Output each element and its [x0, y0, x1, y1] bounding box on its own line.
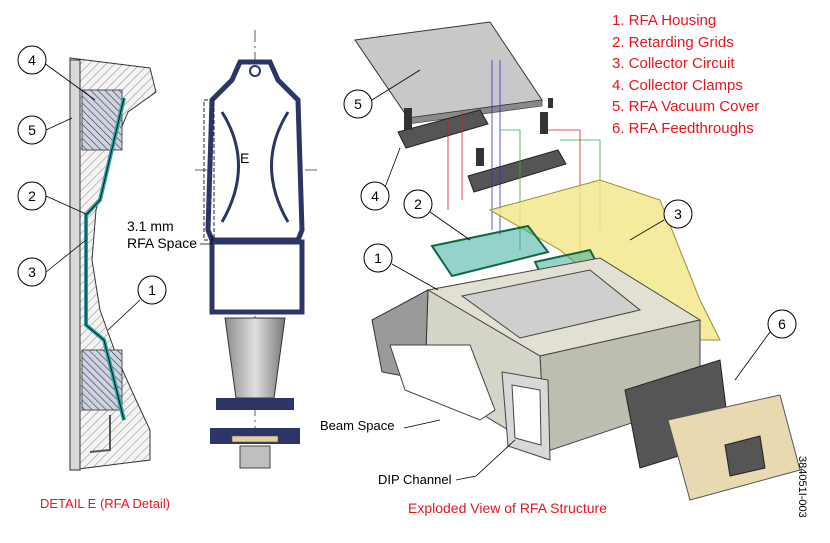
detail-caption: DETAIL E (RFA Detail)	[40, 496, 171, 511]
callout-1-left	[137, 275, 167, 305]
callout-6-right	[767, 309, 797, 339]
callout-4-right-text: 4	[371, 188, 379, 204]
callout-3-right	[663, 199, 693, 229]
legend-item-grids: 2. Retarding Grids	[612, 33, 734, 51]
callout-1-right	[363, 243, 393, 273]
callout-4-left	[17, 45, 47, 75]
callout-3-right-text: 3	[674, 206, 682, 222]
beam-space-label: Beam Space	[320, 418, 395, 433]
exploded-caption: Exploded View of RFA Structure	[408, 500, 607, 516]
rfa-space-dimension: 3.1 mm	[127, 218, 174, 234]
callout-2-right	[403, 189, 433, 219]
detail-e-section	[69, 57, 157, 471]
legend-item-housing: 1. RFA Housing	[612, 12, 717, 29]
figure-id: 384051I-003	[796, 456, 808, 518]
callouts: 4 5 2 3 1 5 4 2 1 3 6	[17, 45, 797, 381]
callout-3-left	[17, 257, 47, 287]
legend-item-vacuum-cover: 5. RFA Vacuum Cover	[612, 98, 760, 115]
callout-2-right-text: 2	[414, 196, 422, 212]
section-letter: E	[240, 150, 250, 166]
exploded-view	[354, 21, 801, 501]
legend-item-feedthroughs: 6. RFA Feedthroughs	[612, 119, 754, 137]
callout-3-left-text: 3	[28, 264, 36, 280]
legend-item-collector-circuit: 3. Collector Circuit	[612, 55, 735, 72]
callout-4-right	[360, 181, 390, 211]
rfa-space-label: RFA Space	[127, 235, 198, 251]
callout-6-right-text: 6	[778, 316, 786, 332]
dip-channel-label: DIP Channel	[378, 472, 452, 487]
callout-5-left-text: 5	[28, 122, 36, 138]
chamber-profile	[195, 30, 320, 470]
callout-2-left-text: 2	[28, 188, 36, 204]
callout-2-left	[17, 181, 47, 211]
callout-1-left-text: 1	[148, 282, 156, 298]
callout-5-right	[343, 89, 373, 119]
legend-item-collector-clamps: 4. Collector Clamps	[612, 76, 743, 94]
callout-1-right-text: 1	[374, 250, 382, 266]
component-legend: 1. RFA Housing 2. Retarding Grids 3. Col…	[612, 10, 759, 139]
callout-4-left-text: 4	[28, 52, 36, 68]
callout-5-left	[17, 115, 47, 145]
callout-5-right-text: 5	[354, 96, 362, 112]
